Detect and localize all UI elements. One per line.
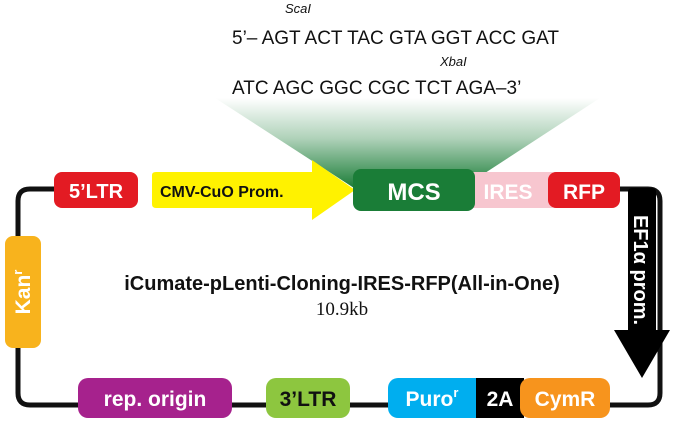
puro-box <box>388 378 486 418</box>
ires-label: IRES <box>483 181 532 204</box>
plasmid-name: iCumate-pLenti-Cloning-IRES-RFP(All-in-O… <box>124 273 560 295</box>
xbai-label: XbaI <box>439 54 467 69</box>
plasmid-backbone <box>15 186 663 408</box>
cymr-label: CymR <box>535 388 596 411</box>
cmv-promoter-label: CMV-CuO Prom. <box>160 184 284 201</box>
ltr5-box <box>54 172 138 208</box>
ltr3-box <box>266 378 350 418</box>
ltr3-label: 3’LTR <box>280 388 337 411</box>
mcs-expansion-fan <box>215 98 600 188</box>
puro-label: Puror <box>406 385 459 411</box>
rfp-box <box>548 172 620 208</box>
mcs-box <box>353 169 475 211</box>
ltr5-label: 5’LTR <box>69 181 124 203</box>
rep-origin-label: rep. origin <box>104 388 207 411</box>
t2a-box <box>476 378 524 418</box>
ires-box <box>463 172 559 208</box>
mcs-label: MCS <box>387 179 440 206</box>
cmv-promoter-arrow <box>152 160 355 220</box>
ef1a-promoter-arrow <box>614 188 670 378</box>
kan-label: Kanr <box>10 270 35 315</box>
cymr-box <box>520 378 610 418</box>
ef1a-promoter-label: EF1α prom. <box>629 215 651 325</box>
rep-origin-box <box>78 378 232 418</box>
sequence-line-1: 5’– AGT ACT TAC GTA GGT ACC GAT <box>232 28 559 49</box>
sequence-line-2: ATC AGC GGC CGC TCT AGA–3’ <box>232 78 521 99</box>
plasmid-size: 10.9kb <box>316 299 368 320</box>
rfp-label: RFP <box>563 181 605 204</box>
scai-label: ScaI <box>285 1 311 16</box>
t2a-label: 2A <box>487 388 514 411</box>
kan-box <box>5 236 41 348</box>
